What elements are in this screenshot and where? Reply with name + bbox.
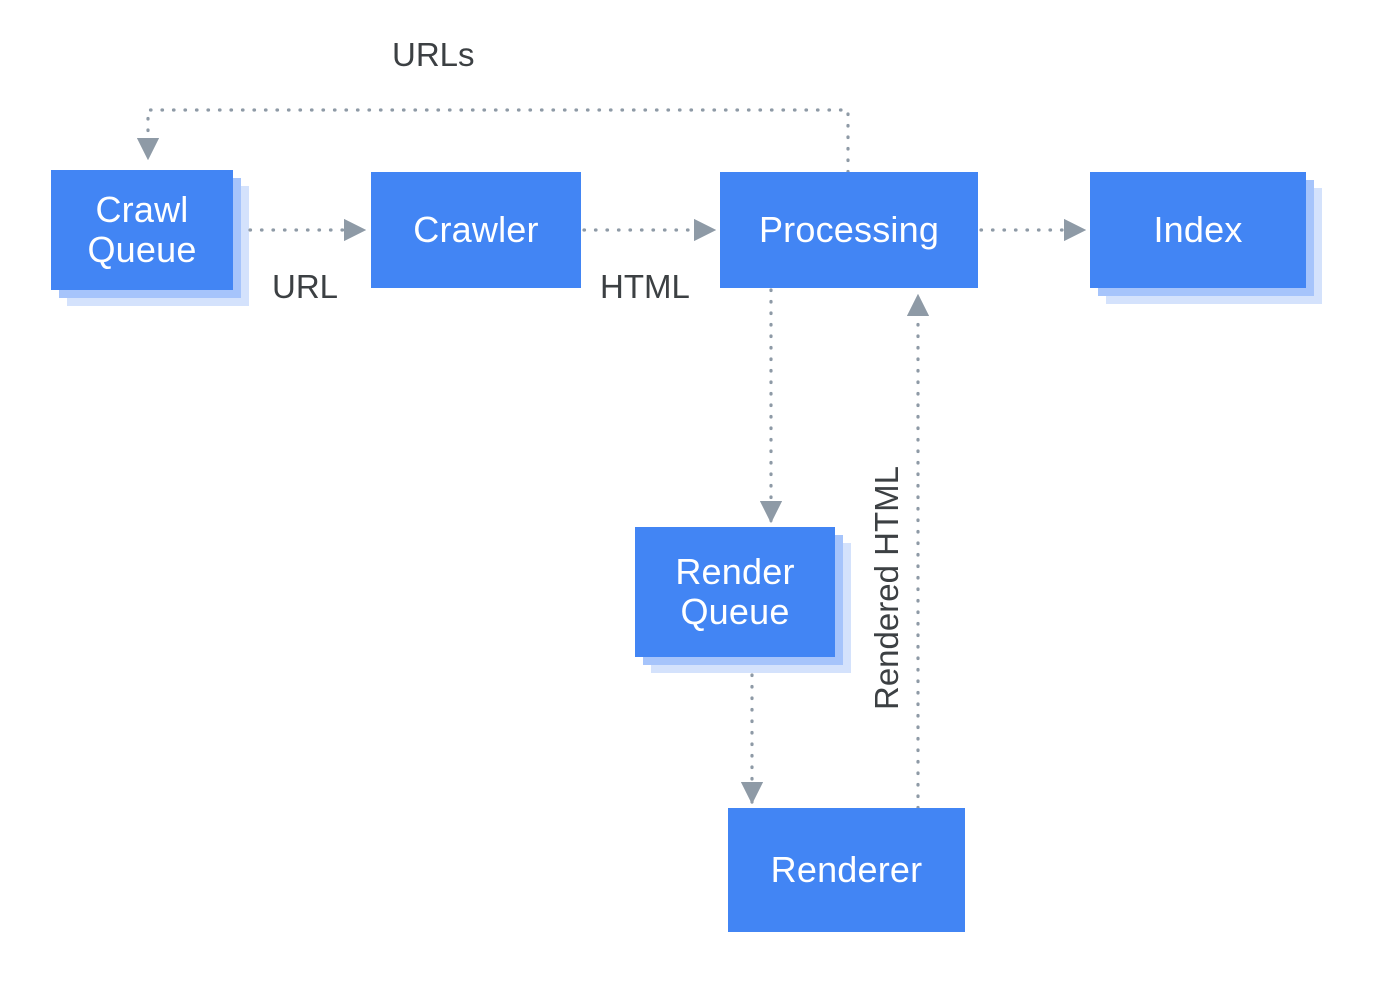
node-crawler-label: Crawler: [413, 208, 539, 250]
node-renderer-label: Renderer: [770, 848, 923, 890]
node-render-queue-label: Render Queue: [675, 550, 795, 632]
node-crawl-queue[interactable]: Crawl Queue: [51, 170, 233, 290]
edge-label-url: URL: [272, 268, 339, 305]
node-processing-label: Processing: [758, 208, 940, 250]
edge-urls: [136, 108, 850, 174]
node-processing[interactable]: Processing: [720, 172, 978, 288]
node-crawl-queue-label: Crawl Queue: [87, 188, 197, 270]
edge-label-html: HTML: [600, 268, 690, 305]
node-renderer[interactable]: Renderer: [728, 808, 965, 932]
node-render-queue[interactable]: Render Queue: [635, 527, 835, 657]
node-index[interactable]: Index: [1090, 172, 1306, 288]
edge-label-rendered-html: Rendered HTML: [868, 466, 905, 710]
node-crawler[interactable]: Crawler: [371, 172, 581, 288]
edge-label-urls: URLs: [392, 36, 475, 73]
node-index-label: Index: [1153, 208, 1243, 250]
